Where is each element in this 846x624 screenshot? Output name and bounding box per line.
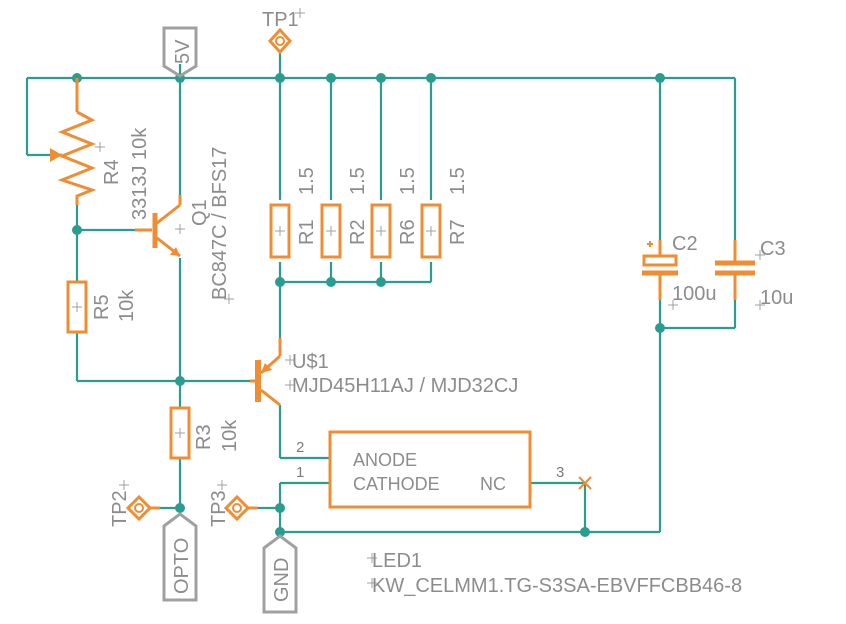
svg-text:5V: 5V — [172, 39, 194, 64]
led1-package[interactable]: ANODE CATHODE NC 2 1 3 LED1 KW_CELMM1.TG… — [296, 430, 742, 597]
transistor-u1[interactable]: U$1 MJD45H11AJ / MJD32CJ — [250, 338, 518, 407]
led1-value: KW_CELMM1.TG-S3SA-EBVFFCBB46-8 — [372, 575, 742, 597]
svg-text:OPTO: OPTO — [171, 538, 193, 594]
led-cathode-pin: CATHODE — [353, 474, 440, 494]
r6-name: R6 — [397, 219, 419, 245]
capacitor-c3[interactable]: C3 10u — [715, 238, 793, 310]
pin-number-nc: 3 — [556, 464, 564, 481]
q1-value: BC847C / BFS17 — [209, 147, 231, 300]
resistor-r6[interactable]: R6 1.5 — [370, 167, 419, 259]
tp1-label: TP1 — [262, 9, 299, 31]
resistor-r7[interactable]: R7 1.5 — [420, 167, 469, 259]
testpoint-tp1[interactable]: TP1 — [262, 8, 305, 55]
r4-name: R4 — [101, 159, 123, 185]
c2-value: 100u — [672, 283, 717, 305]
resistor-r2[interactable]: R2 1.5 — [320, 167, 369, 259]
r2-value: 1.5 — [347, 167, 369, 195]
tp3-label: TP3 — [208, 490, 230, 527]
pin-number-anode: 2 — [296, 439, 304, 456]
c3-value: 10u — [760, 287, 793, 309]
junctions — [72, 73, 665, 537]
r1-name: R1 — [296, 219, 318, 245]
svg-text:GND: GND — [271, 558, 293, 602]
port-gnd[interactable]: GND — [262, 534, 298, 614]
r6-value: 1.5 — [397, 167, 419, 195]
r5-value: 10k — [116, 289, 138, 322]
transistor-q1[interactable]: Q1 BC847C / BFS17 — [135, 147, 234, 304]
led1-name: LED1 — [372, 550, 422, 572]
port-opto[interactable]: OPTO — [162, 512, 198, 602]
c2-name: C2 — [672, 233, 698, 255]
r7-value: 1.5 — [447, 167, 469, 195]
testpoint-tp2[interactable]: TP2 — [109, 480, 160, 527]
r3-name: R3 — [193, 424, 215, 450]
led-anode-pin: ANODE — [353, 450, 417, 470]
u1-value: MJD45H11AJ / MJD32CJ — [292, 375, 518, 397]
r2-name: R2 — [347, 219, 369, 245]
r7-name: R7 — [447, 219, 469, 245]
u1-name: U$1 — [292, 351, 329, 373]
r1-value: 1.5 — [296, 167, 318, 195]
resistor-r3[interactable]: R3 10k — [169, 406, 241, 460]
pin-number-cathode: 1 — [296, 464, 304, 481]
r3-value: 10k — [219, 419, 241, 452]
q1-name: Q1 — [189, 199, 211, 226]
potentiometer-r4[interactable]: R4 3313J 10k — [50, 78, 151, 220]
capacitor-c2[interactable]: C2 100u — [642, 233, 717, 310]
port-5v[interactable]: 5V — [162, 26, 198, 78]
net-resistor-bottom — [278, 262, 433, 338]
tp2-label: TP2 — [109, 490, 131, 527]
c3-name: C3 — [760, 238, 786, 260]
led-nc-pin: NC — [480, 474, 506, 494]
resistor-r5[interactable]: R5 10k — [66, 280, 138, 334]
resistor-r1[interactable]: R1 1.5 — [269, 167, 318, 259]
r4-value: 3313J 10k — [129, 127, 151, 220]
testpoint-tp3[interactable]: TP3 — [208, 480, 258, 527]
r5-name: R5 — [91, 294, 113, 320]
